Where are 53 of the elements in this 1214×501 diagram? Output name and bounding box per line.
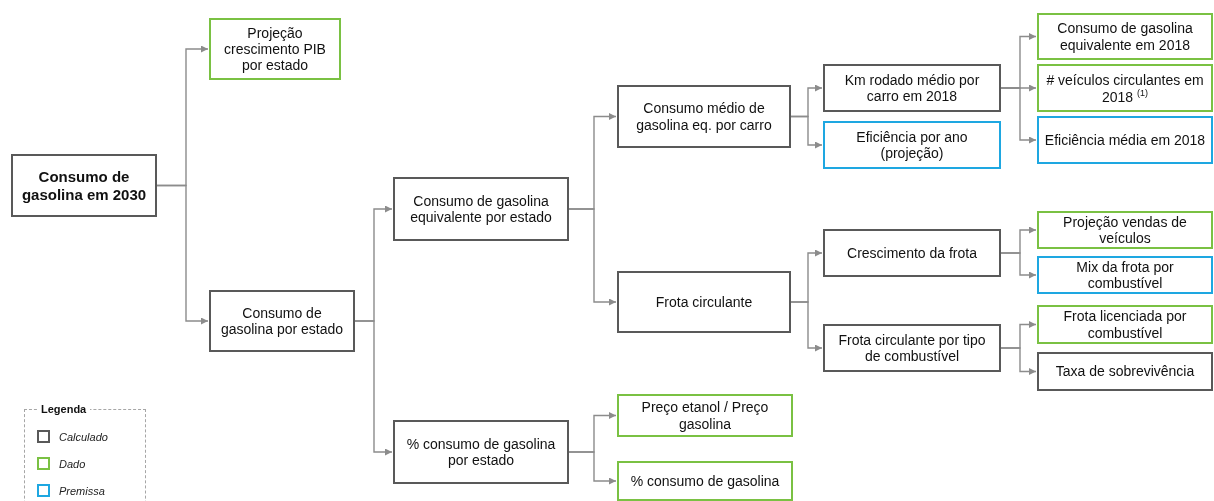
process-box	[209, 18, 341, 80]
process-box	[823, 229, 1001, 277]
process-box	[617, 461, 793, 501]
process-box	[11, 154, 157, 217]
box-label: Frota circulante por tipo de combustível	[837, 331, 987, 365]
box-label: # veículos circulantes em 2018 $^{(1)}$	[1045, 71, 1205, 105]
process-box	[393, 420, 569, 484]
process-box	[1037, 64, 1213, 112]
process-box	[1037, 352, 1213, 391]
connector-arrow	[568, 451, 617, 485]
process-box	[617, 85, 791, 148]
box-label: Mix da frota por combustível	[1075, 258, 1175, 292]
box-label: Preço etanol / Preço gasolina	[640, 399, 770, 432]
connector-arrow	[1000, 87, 1037, 144]
process-box	[823, 324, 1001, 372]
box-label: Taxa de sobrevivência	[1055, 363, 1195, 380]
connector-arrow	[354, 320, 393, 456]
legend-text: Dado	[59, 457, 86, 470]
box-label: Km rodado médio por carro em 2018	[843, 71, 981, 105]
connector-arrow	[790, 115, 823, 149]
box-label: Eficiência média em 2018	[1044, 131, 1206, 149]
box-label: Consumo de gasolina em 2030	[20, 168, 148, 203]
box-label: Projeção crescimento PIB por estado	[223, 24, 327, 74]
box-label: Frota licenciada por combustível	[1062, 308, 1188, 341]
process-box	[1037, 211, 1213, 249]
connector-arrow	[1000, 252, 1037, 279]
legend-title: Legenda	[37, 403, 91, 415]
process-box	[1037, 13, 1213, 60]
box-label: Consumo médio de gasolina eq. por carro	[635, 100, 773, 133]
box-label: Consumo de gasolina equivalente por estado	[409, 192, 553, 226]
box-label: % consumo de gasolina	[630, 472, 780, 490]
connector-arrow	[156, 184, 209, 325]
process-box	[617, 394, 793, 437]
box-label: Consumo de gasolina equivalente em 2018	[1056, 20, 1194, 53]
connector-arrow	[790, 301, 823, 352]
process-box	[823, 121, 1001, 169]
legend-text: Premissa	[59, 484, 105, 497]
legend-text: Calculado	[59, 430, 108, 443]
process-box	[209, 290, 355, 352]
process-box	[1037, 256, 1213, 294]
box-label: Consumo de gasolina por estado	[219, 304, 345, 338]
box-label: Frota circulante	[655, 293, 753, 311]
process-box	[393, 177, 569, 241]
process-box	[1037, 305, 1213, 344]
box-label: Projeção vendas de veículos	[1062, 213, 1188, 247]
box-label: % consumo de gasolina por estado	[405, 435, 557, 469]
connector-arrow	[1000, 347, 1037, 375]
process-box	[823, 64, 1001, 112]
box-label: Crescimento da frota	[847, 244, 977, 262]
box-label: Eficiência por ano (projeção)	[855, 128, 969, 162]
process-box	[617, 271, 791, 333]
connector-arrow	[568, 208, 617, 306]
process-box	[1037, 116, 1213, 164]
